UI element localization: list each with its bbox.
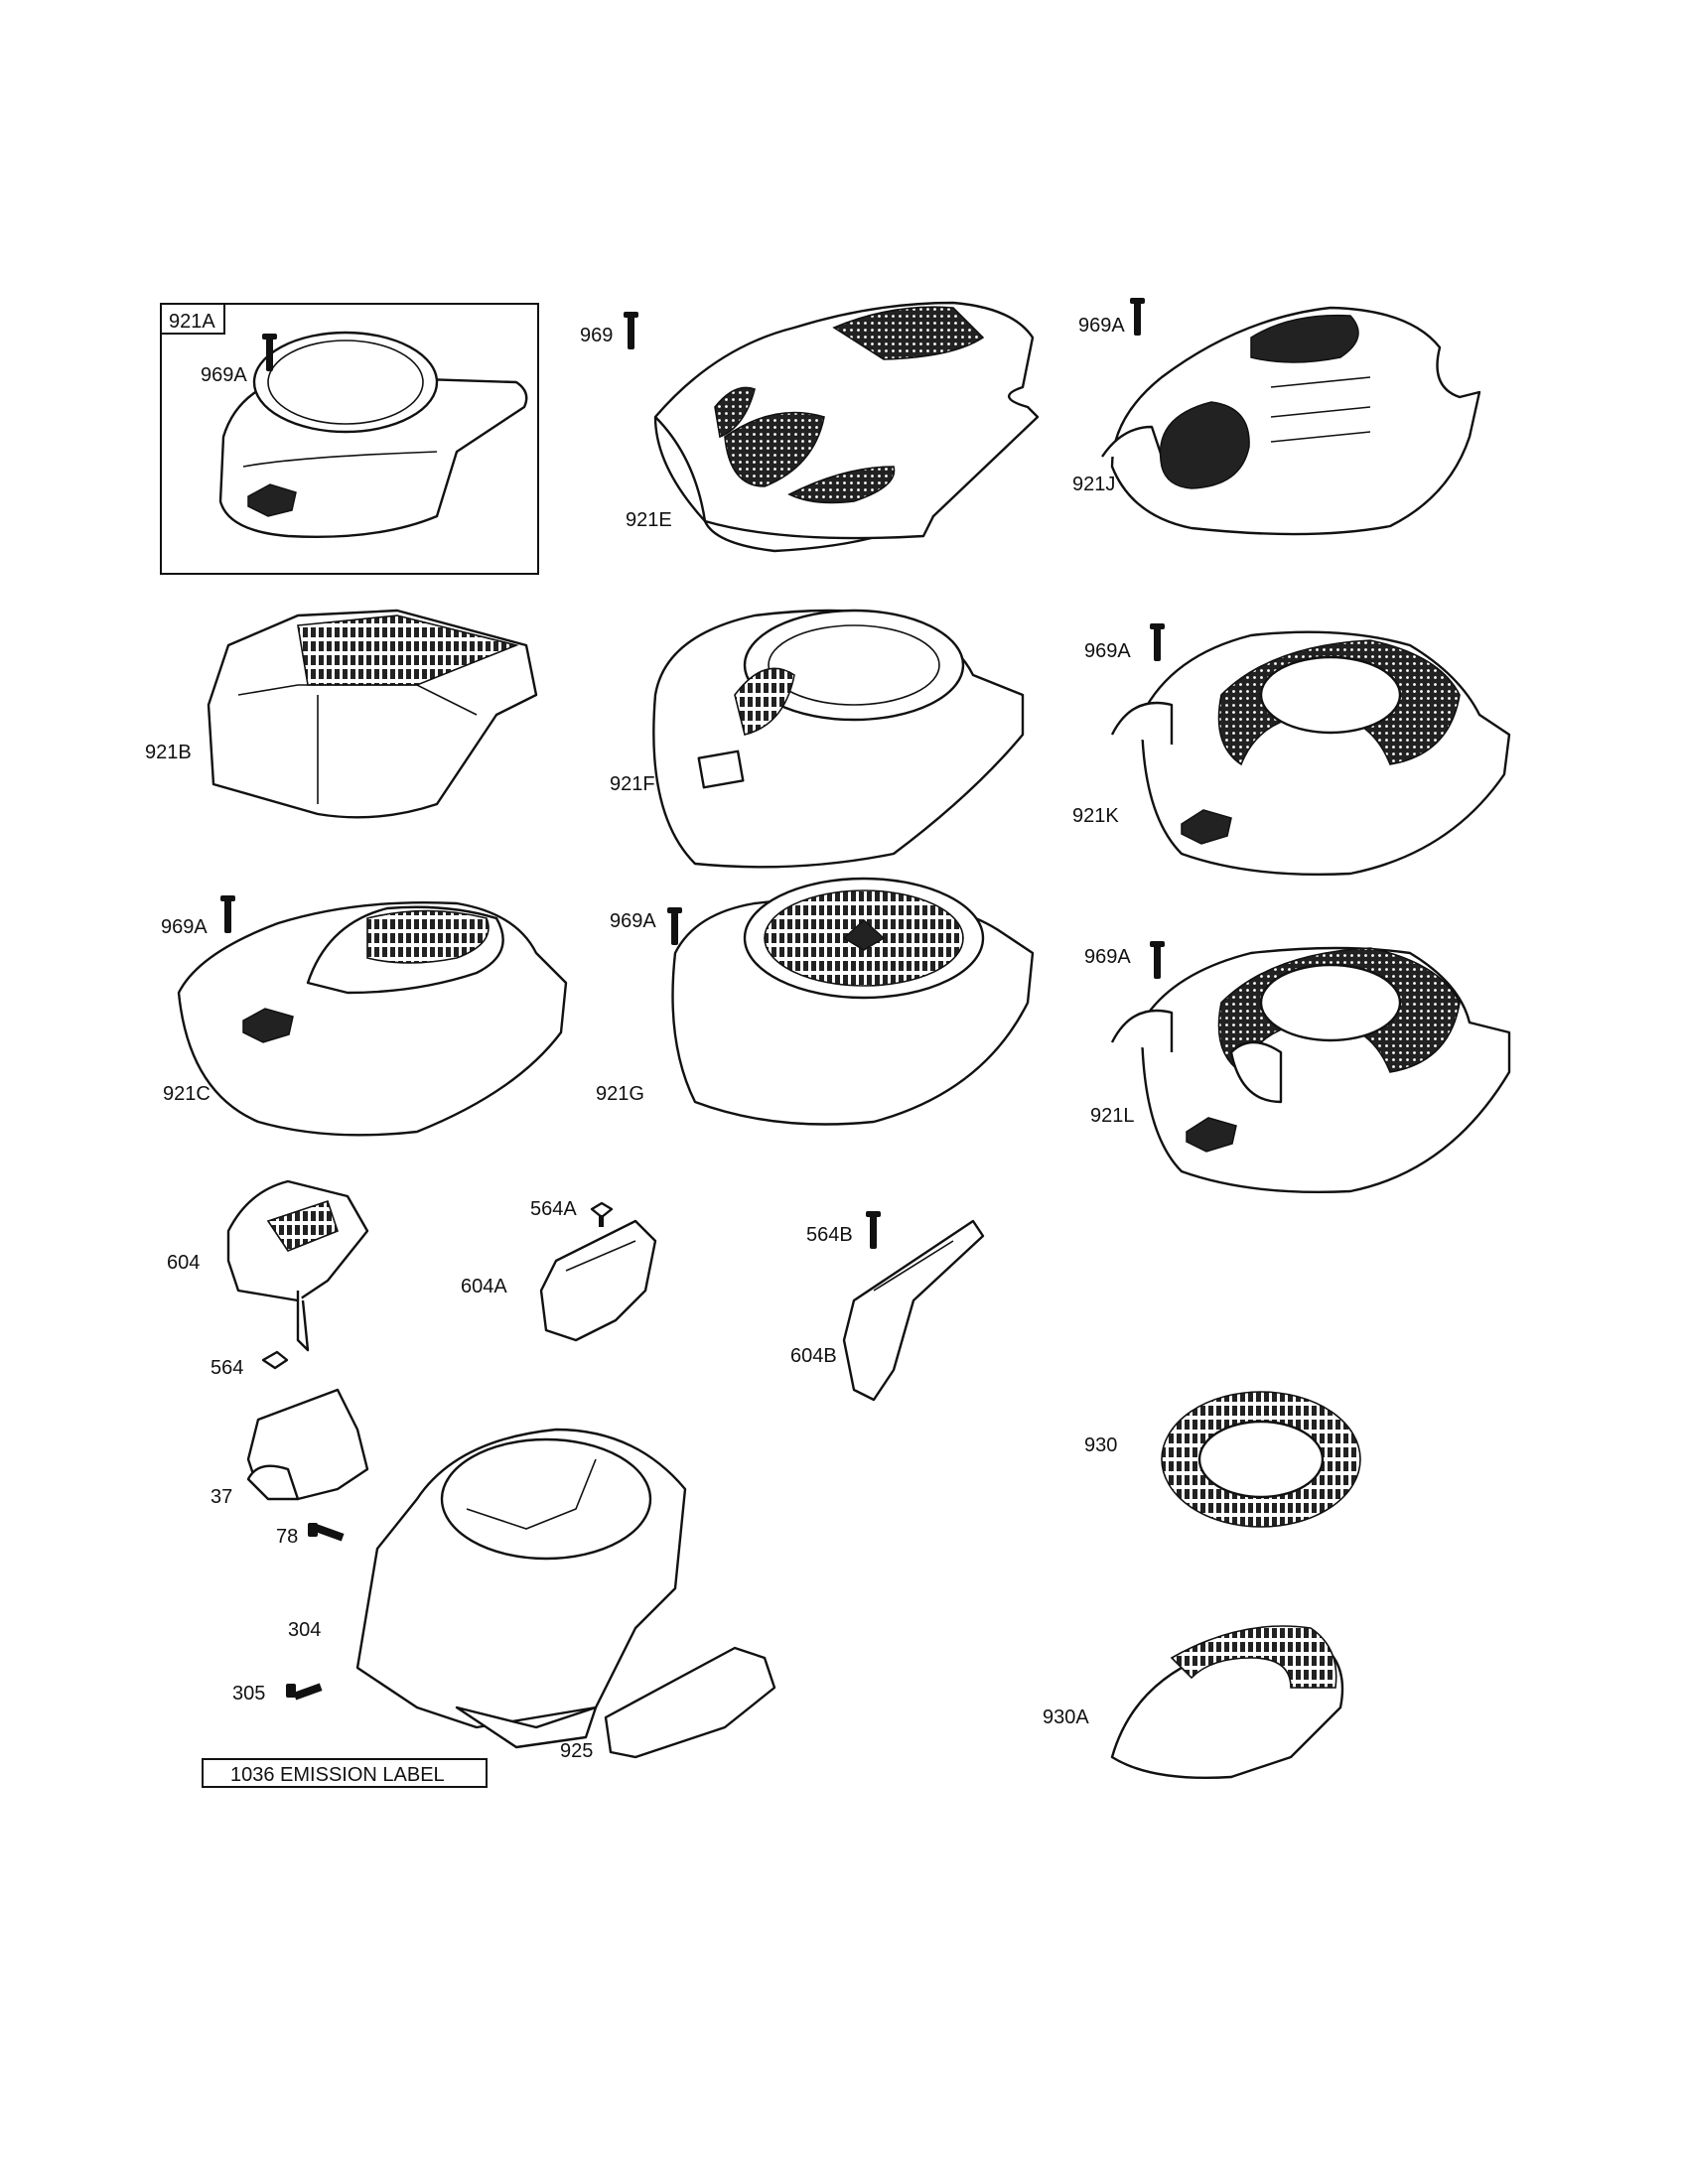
label-930: 930 xyxy=(1084,1434,1117,1456)
label-969A-3: 969A xyxy=(1084,640,1131,662)
emission-label-text: 1036 EMISSION LABEL xyxy=(230,1764,445,1786)
part-925-cover xyxy=(604,1646,776,1759)
screw-icon xyxy=(1130,298,1145,336)
label-969A-2: 969A xyxy=(1078,315,1125,337)
part-37-baffle xyxy=(246,1388,369,1501)
label-969A-4: 969A xyxy=(161,916,208,938)
label-604: 604 xyxy=(167,1252,200,1274)
part-921A-frame xyxy=(160,303,539,575)
screw-icon xyxy=(262,334,277,371)
part-930A-screen xyxy=(1110,1625,1344,1780)
label-969A-6: 969A xyxy=(1084,946,1131,968)
screw-icon xyxy=(667,907,682,945)
part-304-housing xyxy=(355,1428,687,1749)
label-930A: 930A xyxy=(1043,1706,1089,1728)
part-604B-cover xyxy=(842,1219,985,1402)
part-921B-shroud xyxy=(207,609,538,819)
part-921L-shroud xyxy=(1110,946,1511,1194)
screw-icon xyxy=(1150,941,1165,979)
part-921J-shroud xyxy=(1101,306,1481,536)
label-925: 925 xyxy=(560,1740,593,1762)
label-921F: 921F xyxy=(610,773,655,795)
label-921A: 921A xyxy=(169,311,215,333)
part-930-screen xyxy=(1161,1391,1361,1528)
part-921K-shroud xyxy=(1110,630,1511,877)
label-921J: 921J xyxy=(1072,474,1115,495)
part-604-cover xyxy=(226,1179,369,1352)
label-969A-1: 969A xyxy=(201,364,247,386)
part-921G-shroud xyxy=(671,877,1035,1126)
label-604A: 604A xyxy=(461,1276,507,1297)
label-37: 37 xyxy=(210,1486,232,1508)
screw-icon xyxy=(624,312,638,349)
label-921L: 921L xyxy=(1090,1105,1135,1127)
part-921F-shroud xyxy=(652,609,1025,869)
label-304: 304 xyxy=(288,1619,321,1641)
part-604A-cover xyxy=(539,1219,657,1342)
label-921E: 921E xyxy=(626,509,672,531)
bolt-icon xyxy=(261,1350,289,1370)
part-921A-group xyxy=(160,303,539,575)
label-78: 78 xyxy=(276,1526,298,1548)
label-921G: 921G xyxy=(596,1083,644,1105)
label-305: 305 xyxy=(232,1683,265,1705)
part-921C-shroud xyxy=(177,900,568,1137)
screw-icon xyxy=(220,895,235,933)
emission-label-box: 1036 EMISSION LABEL xyxy=(202,1758,488,1788)
screw-icon xyxy=(1150,623,1165,661)
screw-icon xyxy=(866,1211,881,1249)
label-969: 969 xyxy=(580,325,613,346)
label-564: 564 xyxy=(210,1357,243,1379)
label-921B: 921B xyxy=(145,742,192,763)
callout-labels: 921A 969A 969 921E 969A 921J 921B 921F 9… xyxy=(145,311,1135,1762)
label-604B: 604B xyxy=(790,1345,837,1367)
label-564B: 564B xyxy=(806,1224,853,1246)
label-921C: 921C xyxy=(163,1083,210,1105)
part-921A-label-box xyxy=(160,303,225,335)
label-969A-5: 969A xyxy=(610,910,656,932)
screw-icon xyxy=(590,1201,614,1227)
bolt-icon xyxy=(308,1523,345,1542)
bolt-icon xyxy=(286,1683,323,1701)
label-921K: 921K xyxy=(1072,805,1119,827)
part-921A-shroud xyxy=(218,331,528,539)
label-564A: 564A xyxy=(530,1198,577,1220)
part-921E-shroud xyxy=(653,301,1040,553)
